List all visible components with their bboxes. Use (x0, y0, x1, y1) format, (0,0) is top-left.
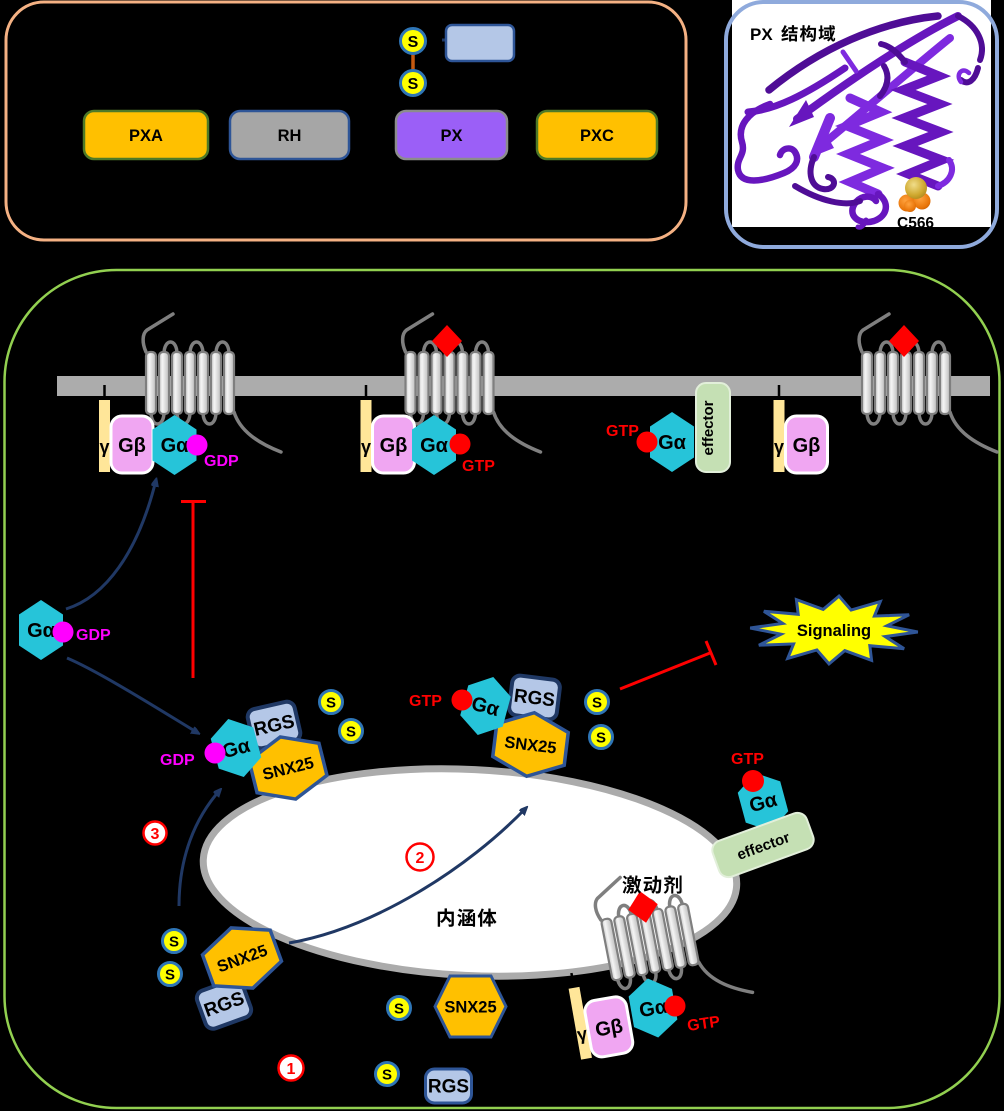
svg-text:3: 3 (151, 826, 160, 843)
svg-text:PXA: PXA (129, 127, 163, 145)
svg-text:γ: γ (576, 1023, 589, 1044)
svg-text:1: 1 (287, 1061, 296, 1078)
svg-text:PX: PX (750, 25, 773, 44)
svg-text:Signaling: Signaling (797, 622, 871, 640)
svg-text:C566: C566 (897, 215, 934, 232)
svg-text:PX: PX (440, 127, 462, 145)
svg-text:GTP: GTP (686, 1014, 721, 1035)
svg-text:S: S (408, 34, 419, 51)
svg-text:GDP: GDP (76, 627, 111, 644)
svg-text:GTP: GTP (409, 693, 442, 710)
svg-text:GDP: GDP (160, 752, 195, 769)
svg-text:PXC: PXC (580, 127, 614, 145)
svg-text:RGS: RGS (428, 1077, 469, 1098)
svg-text:Gβ: Gβ (594, 1015, 625, 1041)
svg-text:RH: RH (278, 127, 302, 145)
svg-text:S: S (408, 76, 419, 93)
svg-text:GTP: GTP (731, 751, 764, 768)
svg-text:GTP: GTP (606, 423, 639, 440)
svg-text:effector: effector (700, 400, 717, 455)
svg-text:GDP: GDP (204, 453, 239, 470)
svg-text:GTP: GTP (462, 458, 495, 475)
svg-text:2: 2 (416, 850, 425, 867)
